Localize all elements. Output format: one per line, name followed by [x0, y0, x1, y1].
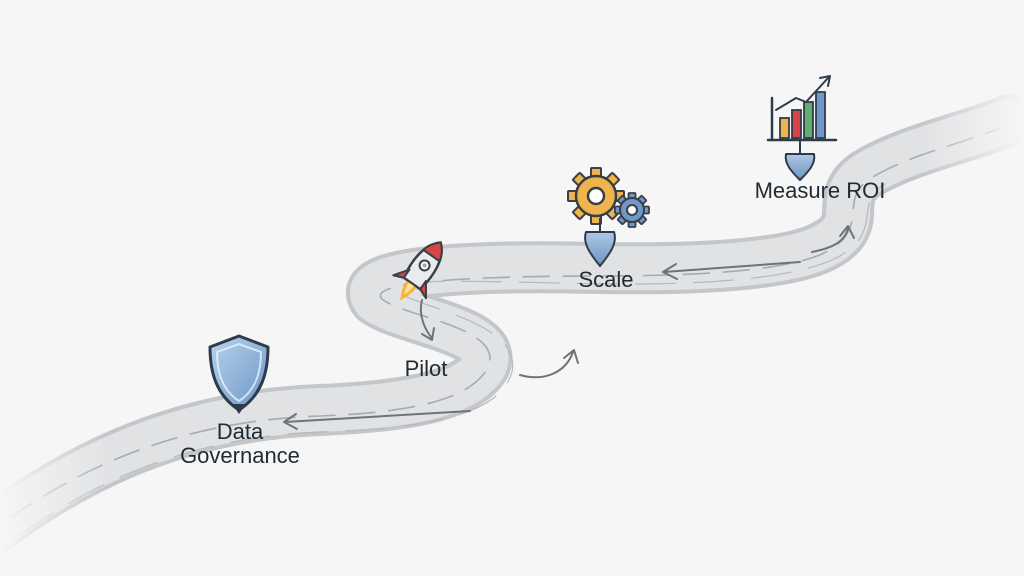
gear-small-icon — [614, 192, 650, 228]
milestone-scale-label: Scale — [578, 267, 634, 292]
road-lane-line — [9, 127, 1001, 519]
arrow-down-pilot — [419, 299, 433, 339]
milestone-pilot: Pilot — [386, 357, 466, 381]
milestone-measure-roi-label: Measure ROI — [754, 178, 886, 203]
milestone-pilot-label: Pilot — [404, 356, 448, 381]
milestone-scale: Scale — [564, 268, 648, 292]
gear-large-icon — [567, 167, 625, 225]
scale-pin-icon — [584, 231, 616, 267]
road-fade-left — [0, 300, 110, 576]
direction-arrows — [283, 225, 855, 430]
rocket-icon — [392, 241, 443, 302]
milestone-data-governance-line2: Governance — [180, 443, 300, 468]
arrow-up-curve-head — [563, 349, 579, 364]
shield-icon — [208, 334, 270, 414]
arrow-down-pilot-head — [421, 327, 435, 341]
road — [0, 94, 1024, 558]
roi-pin-icon — [784, 153, 816, 181]
arrow-left-middle — [663, 261, 801, 273]
milestone-data-governance-line1: Data — [216, 419, 264, 444]
arrow-up-curve — [519, 351, 574, 379]
arrow-left-bottom-head — [283, 413, 298, 430]
arrow-left-bottom — [284, 410, 471, 423]
arrow-up-right — [811, 227, 849, 253]
arrow-left-middle-head — [662, 263, 678, 280]
road-surface — [0, 98, 1024, 553]
gears-icon — [567, 167, 650, 267]
growth-chart-icon — [766, 75, 838, 181]
road-fade-right — [920, 90, 1024, 200]
milestone-measure-roi: Measure ROI — [730, 179, 910, 203]
milestone-data-governance: Data Governance — [160, 420, 320, 468]
arrow-up-right-head — [839, 225, 855, 239]
